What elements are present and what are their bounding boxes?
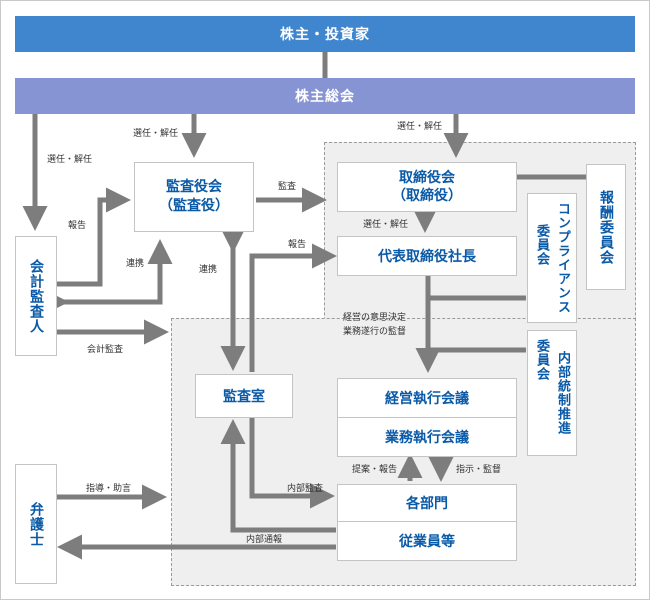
ops-meeting-label: 業務執行会議	[385, 430, 469, 446]
kansayaku-subtitle: （監査役）	[159, 198, 229, 214]
compliance-box: コンプライアンス 委員会	[527, 193, 577, 323]
mgmt-meeting-box: 経営執行会議	[337, 378, 517, 418]
label-elect-board-president: 選任・解任	[363, 220, 409, 230]
auditor-box: 会計監査人	[15, 236, 57, 356]
mgmt-meeting-label: 経営執行会議	[385, 391, 469, 407]
kansayaku-box: 監査役会 （監査役）	[134, 162, 254, 232]
shareholders-band: 株主・投資家	[15, 16, 635, 52]
label-internal-audit: 内部監査	[287, 484, 324, 494]
board-subtitle: （取締役）	[392, 188, 462, 204]
internal-control-box: 内部統制推進 委員会	[527, 330, 577, 456]
employees-box: 従業員等	[337, 521, 517, 561]
arrow-coop-auditor	[44, 239, 173, 315]
label-elect-mid: 選任・解任	[133, 129, 179, 139]
kansayaku-title: 監査役会	[166, 179, 222, 195]
arrow-internal-audit	[249, 418, 335, 509]
shareholders-label: 株主・投資家	[280, 27, 370, 43]
label-guidance: 指導・助言	[86, 484, 132, 494]
arrow-auditor-report	[57, 187, 131, 287]
remuneration-box: 報酬委員会	[586, 164, 626, 290]
label-report-president: 報告	[288, 240, 307, 250]
audit-office-box: 監査室	[195, 374, 293, 418]
compliance-label-1: コンプライアンス	[555, 202, 570, 314]
auditor-label: 会計監査人	[28, 258, 44, 334]
label-accounting-audit: 会計監査	[87, 345, 124, 355]
departments-box: 各部門	[337, 484, 517, 522]
label-instruction: 指示・監督	[456, 465, 502, 475]
lawyer-box: 弁護士	[15, 464, 57, 584]
arrow-office-report	[249, 243, 337, 372]
compliance-label-2: 委員会	[534, 224, 549, 266]
label-decision-1: 経営の意思決定	[343, 313, 407, 323]
president-box: 代表取締役社長	[337, 236, 517, 276]
label-report-auditor: 報告	[68, 221, 87, 231]
board-title: 取締役会	[399, 170, 455, 186]
label-coop-office: 連携	[199, 265, 218, 275]
president-label: 代表取締役社長	[378, 249, 476, 265]
internal-control-label-1: 内部統制推進	[555, 351, 570, 435]
audit-office-label: 監査室	[223, 389, 265, 405]
label-elect-left: 選任・解任	[47, 155, 93, 165]
label-proposal: 提案・報告	[352, 465, 398, 475]
employees-label: 従業員等	[399, 534, 455, 550]
label-internal-report: 内部通報	[246, 535, 283, 545]
label-coop-auditor: 連携	[126, 259, 145, 269]
lawyer-label: 弁護士	[28, 501, 44, 547]
arrow-employee-report	[220, 419, 336, 533]
internal-control-label-2: 委員会	[534, 339, 549, 381]
ops-meeting-box: 業務執行会議	[337, 417, 517, 457]
board-box: 取締役会 （取締役）	[337, 162, 517, 212]
remuneration-label: 報酬委員会	[598, 189, 614, 265]
label-audit: 監査	[278, 182, 297, 192]
label-decision-2: 業務遂行の監督	[343, 327, 407, 337]
general-meeting-label: 株主総会	[295, 89, 355, 105]
label-elect-right: 選任・解任	[397, 122, 443, 132]
departments-label: 各部門	[406, 496, 448, 512]
general-meeting-band: 株主総会	[15, 78, 635, 114]
